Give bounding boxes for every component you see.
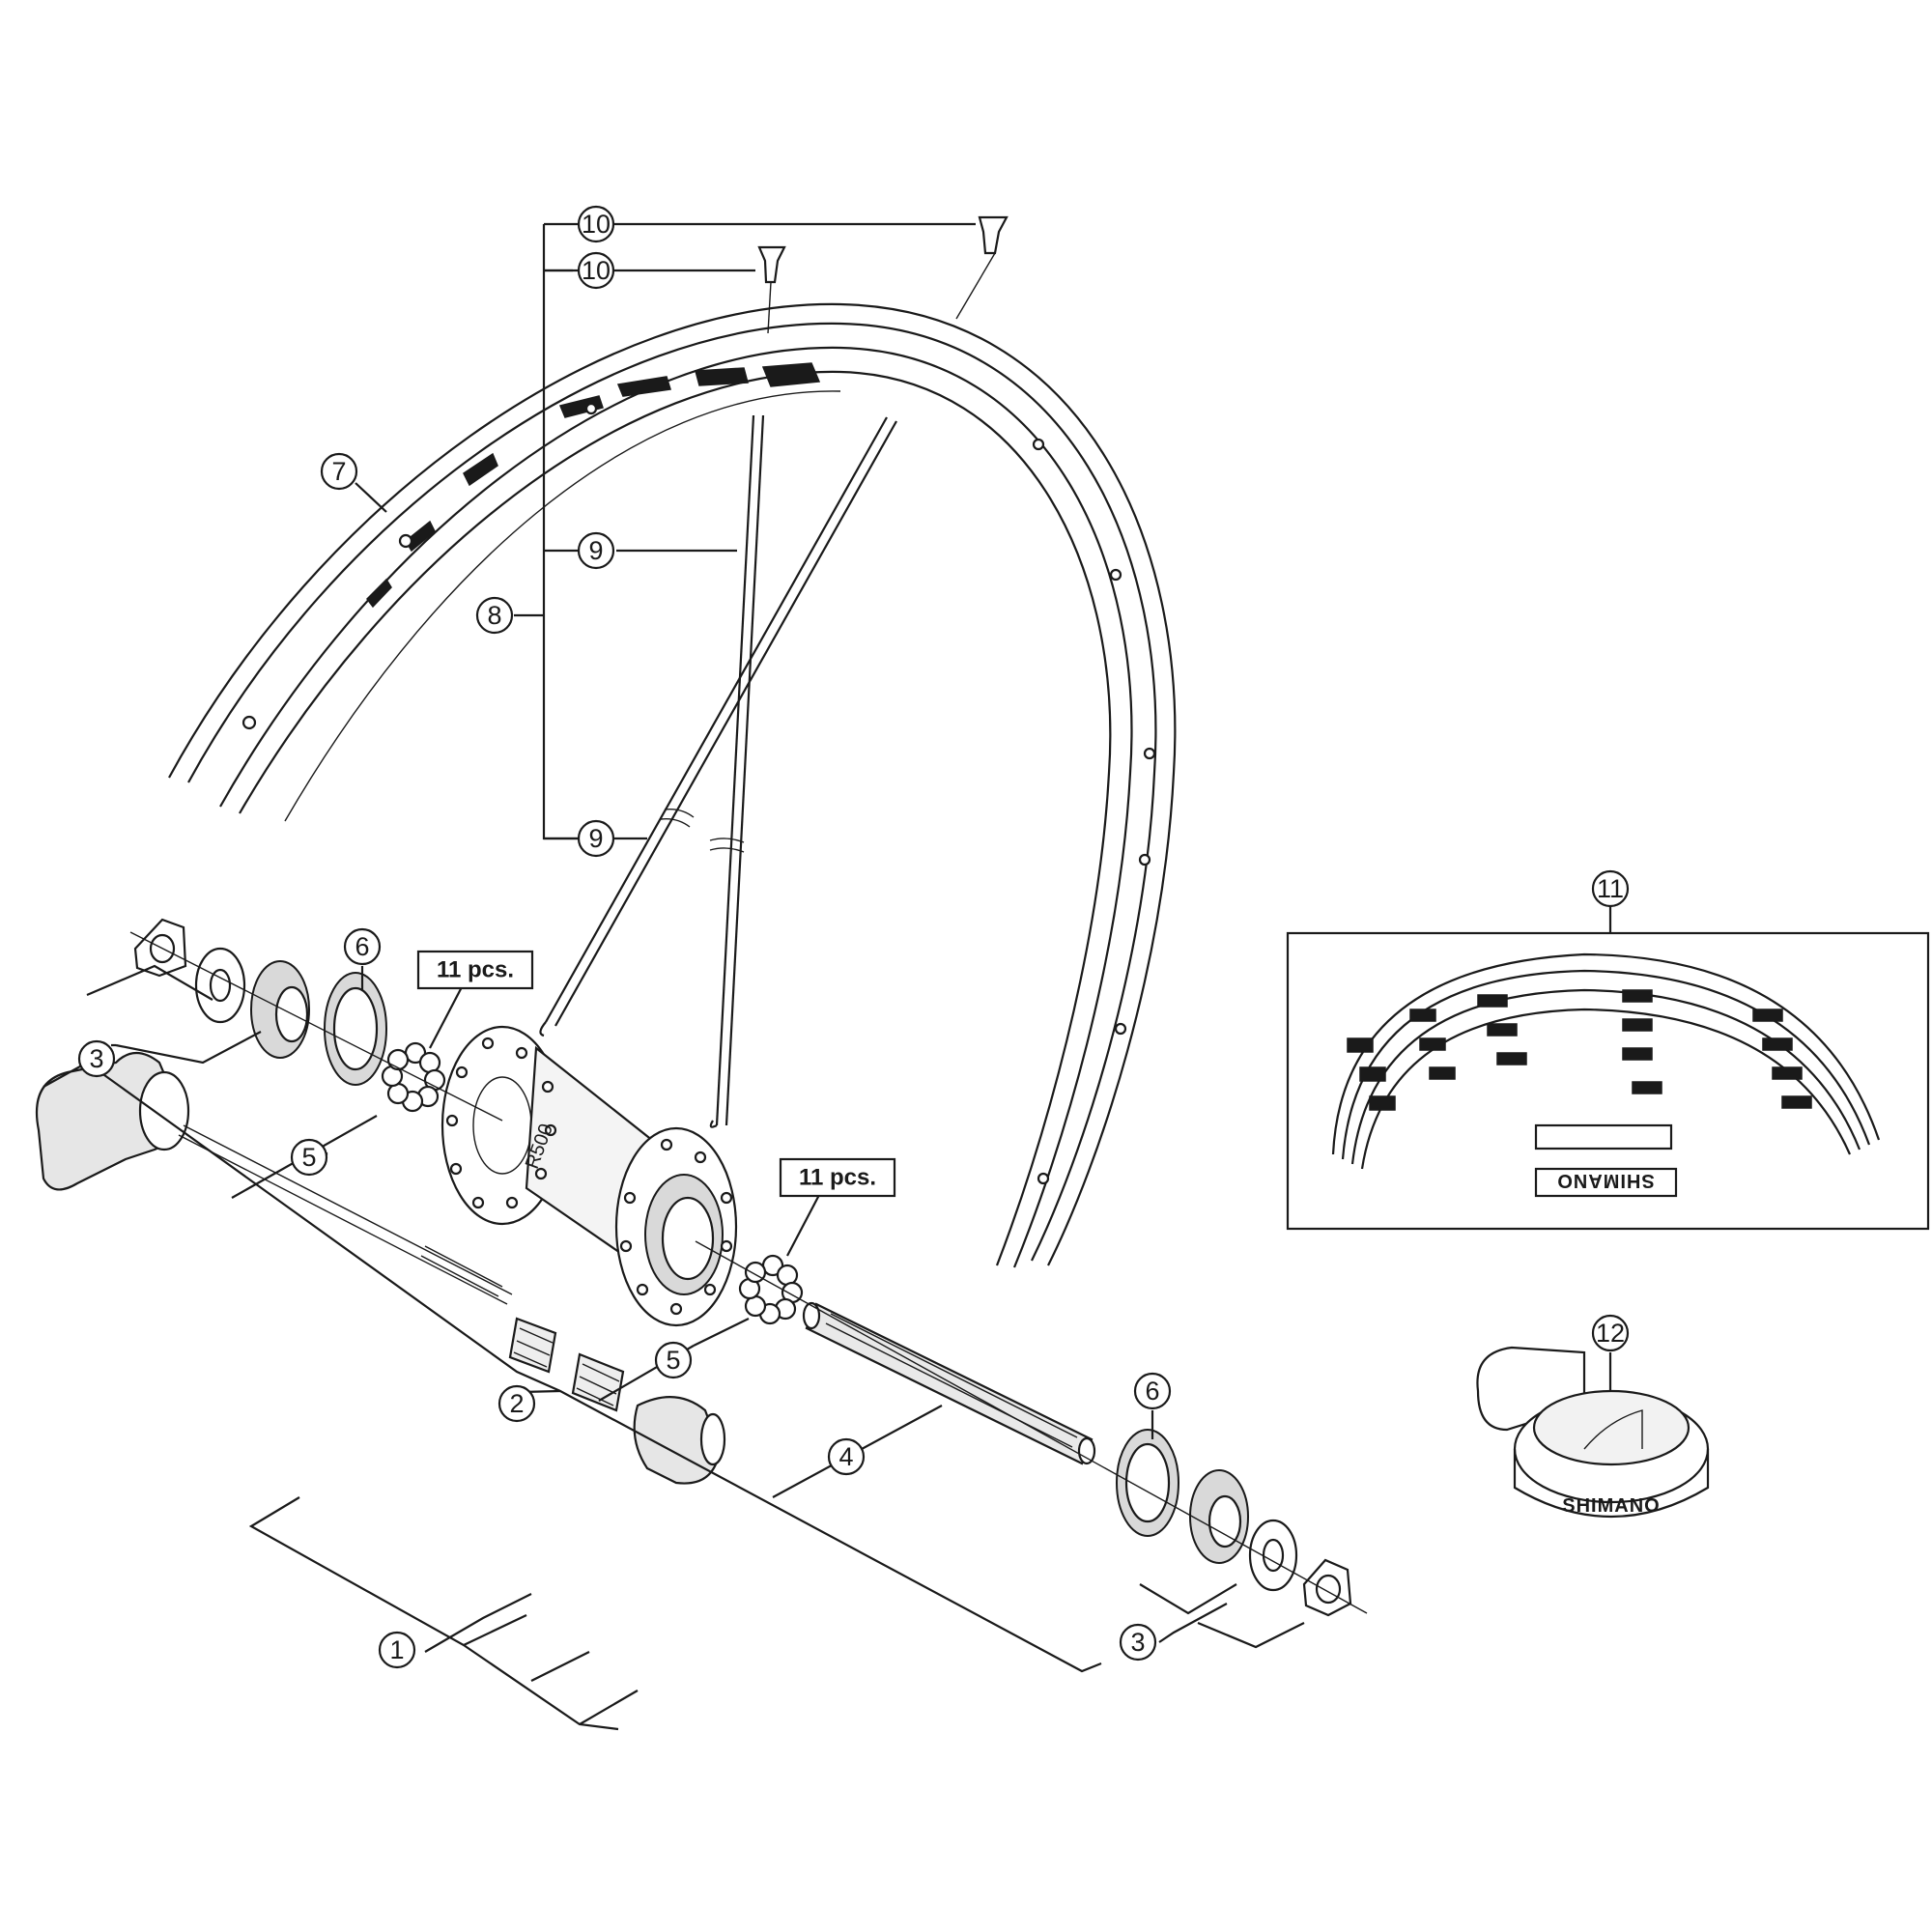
callout-10-upper: 10 (577, 205, 615, 243)
qr-spring-2 (571, 1352, 625, 1412)
callout-5-right: 5 (654, 1341, 693, 1379)
right-cone (1189, 1469, 1249, 1564)
callout-8: 8 (475, 596, 514, 635)
callout-4: 4 (827, 1437, 866, 1476)
callout-12: 12 (1591, 1314, 1630, 1352)
svg-text:11 pcs.: 11 pcs. (799, 1165, 876, 1191)
qr-adjusting-nut (633, 1396, 726, 1485)
svg-text:5: 5 (301, 1143, 316, 1172)
spoke-nipple-lower (757, 245, 786, 334)
bearing-count-label-right: 11 pcs. (779, 1157, 896, 1198)
rim-tape: SHIMANO (1476, 1346, 1710, 1518)
right-ball-bearings (738, 1254, 804, 1325)
right-dust-seal (1116, 1429, 1179, 1537)
svg-text:10: 10 (582, 210, 611, 239)
rim-tape-logo: SHIMANO (1562, 1495, 1660, 1517)
svg-text:1: 1 (389, 1635, 404, 1664)
rim-decal-marks (366, 362, 821, 609)
hub-body: R500 (440, 1025, 738, 1327)
callout-3-right: 3 (1119, 1623, 1157, 1662)
svg-text:8: 8 (487, 601, 501, 630)
svg-text:7: 7 (331, 457, 346, 486)
svg-text:5: 5 (666, 1346, 680, 1375)
callout-2: 2 (497, 1384, 536, 1423)
left-cone (250, 960, 310, 1059)
callout-7: 7 (320, 452, 358, 491)
quick-release (35, 1051, 726, 1485)
svg-text:6: 6 (1145, 1377, 1159, 1406)
bearing-count-label-left: 11 pcs. (416, 950, 534, 990)
decal-sheet: SHIMANO (1286, 931, 1930, 1231)
svg-text:3: 3 (89, 1044, 103, 1073)
callout-6-left: 6 (343, 927, 382, 966)
right-lock-nut (1302, 1558, 1352, 1617)
left-axis-line (129, 931, 503, 1122)
svg-text:6: 6 (355, 932, 369, 961)
callout-9-lower: 9 (577, 819, 615, 858)
qr-spring-1 (508, 1317, 557, 1374)
rim (168, 302, 1177, 1268)
callout-9-upper: 9 (577, 531, 615, 570)
svg-text:12: 12 (1596, 1319, 1625, 1348)
callout-10-lower: 10 (577, 251, 615, 290)
svg-text:9: 9 (588, 824, 603, 853)
svg-text:11: 11 (1597, 874, 1624, 903)
callout-11: 11 (1591, 869, 1630, 908)
svg-text:9: 9 (588, 536, 603, 565)
decal-logo-box (1534, 1167, 1678, 1198)
right-washer (1248, 1519, 1298, 1592)
callout-1: 1 (378, 1631, 416, 1669)
decal-strip-blocks (1347, 989, 1812, 1111)
left-dust-seal (324, 972, 387, 1086)
svg-text:4: 4 (838, 1442, 853, 1471)
svg-text:10: 10 (582, 256, 611, 285)
decal-logo-text: SHIMANO (1556, 1170, 1654, 1191)
callout-6-right: 6 (1133, 1372, 1172, 1410)
callout-3-left: 3 (77, 1039, 116, 1078)
left-washer (194, 947, 246, 1024)
spoke-nipple-upper (955, 215, 1009, 320)
svg-text:11 pcs.: 11 pcs. (437, 957, 514, 983)
spokes (539, 414, 897, 1128)
hub-flange-holes (445, 1037, 733, 1316)
hub-axle (802, 1301, 1096, 1465)
right-axis-line (695, 1240, 1368, 1614)
left-ball-bearings (381, 1041, 446, 1113)
svg-text:2: 2 (509, 1389, 524, 1418)
callout-5-left: 5 (290, 1138, 328, 1177)
decal-warning-label (1534, 1123, 1673, 1151)
svg-text:3: 3 (1130, 1628, 1145, 1657)
rim-spoke-holes (242, 402, 1156, 1185)
